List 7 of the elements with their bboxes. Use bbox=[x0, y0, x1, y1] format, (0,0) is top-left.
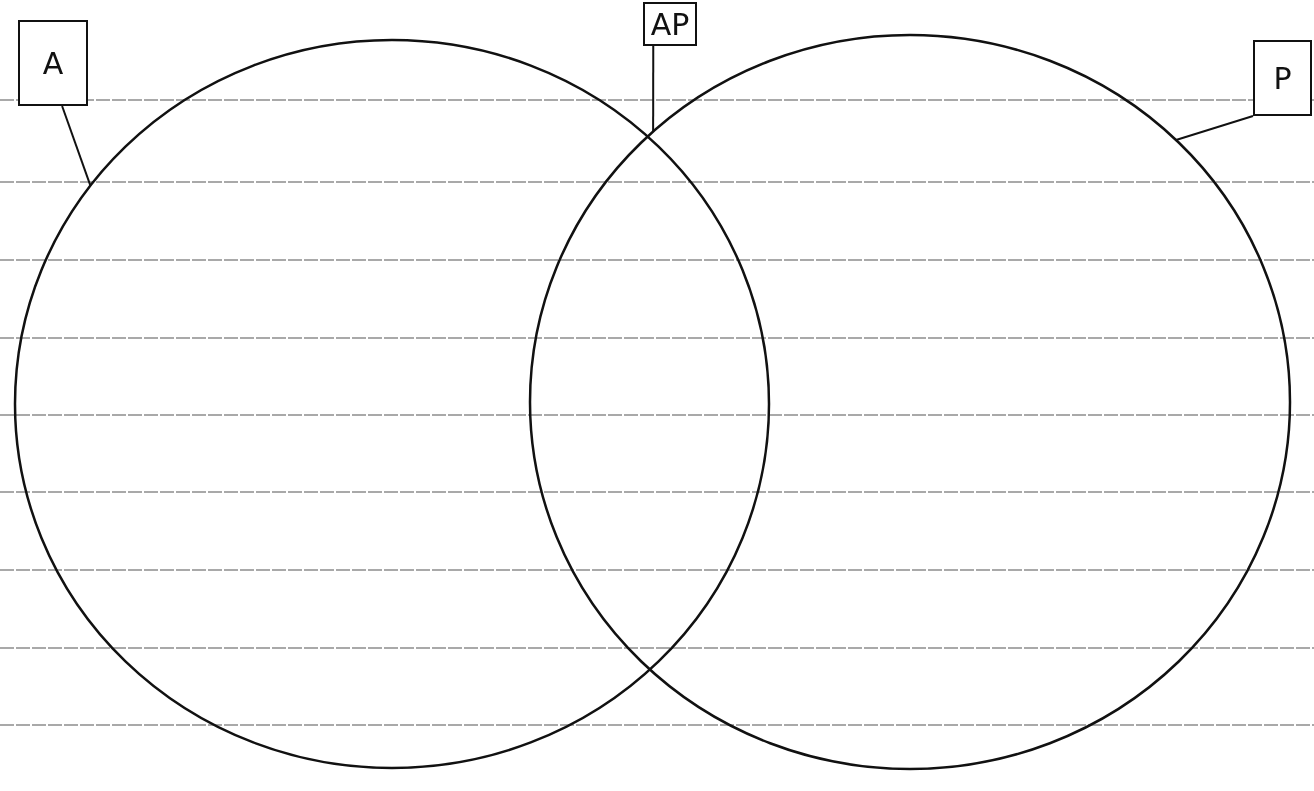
circle-outline bbox=[15, 40, 769, 768]
label-box: AP bbox=[643, 2, 697, 46]
leader-line bbox=[61, 105, 92, 187]
label-box: A bbox=[18, 20, 88, 106]
circle-outline bbox=[530, 35, 1290, 769]
label-box: P bbox=[1253, 40, 1312, 116]
leader-line bbox=[1175, 115, 1254, 141]
